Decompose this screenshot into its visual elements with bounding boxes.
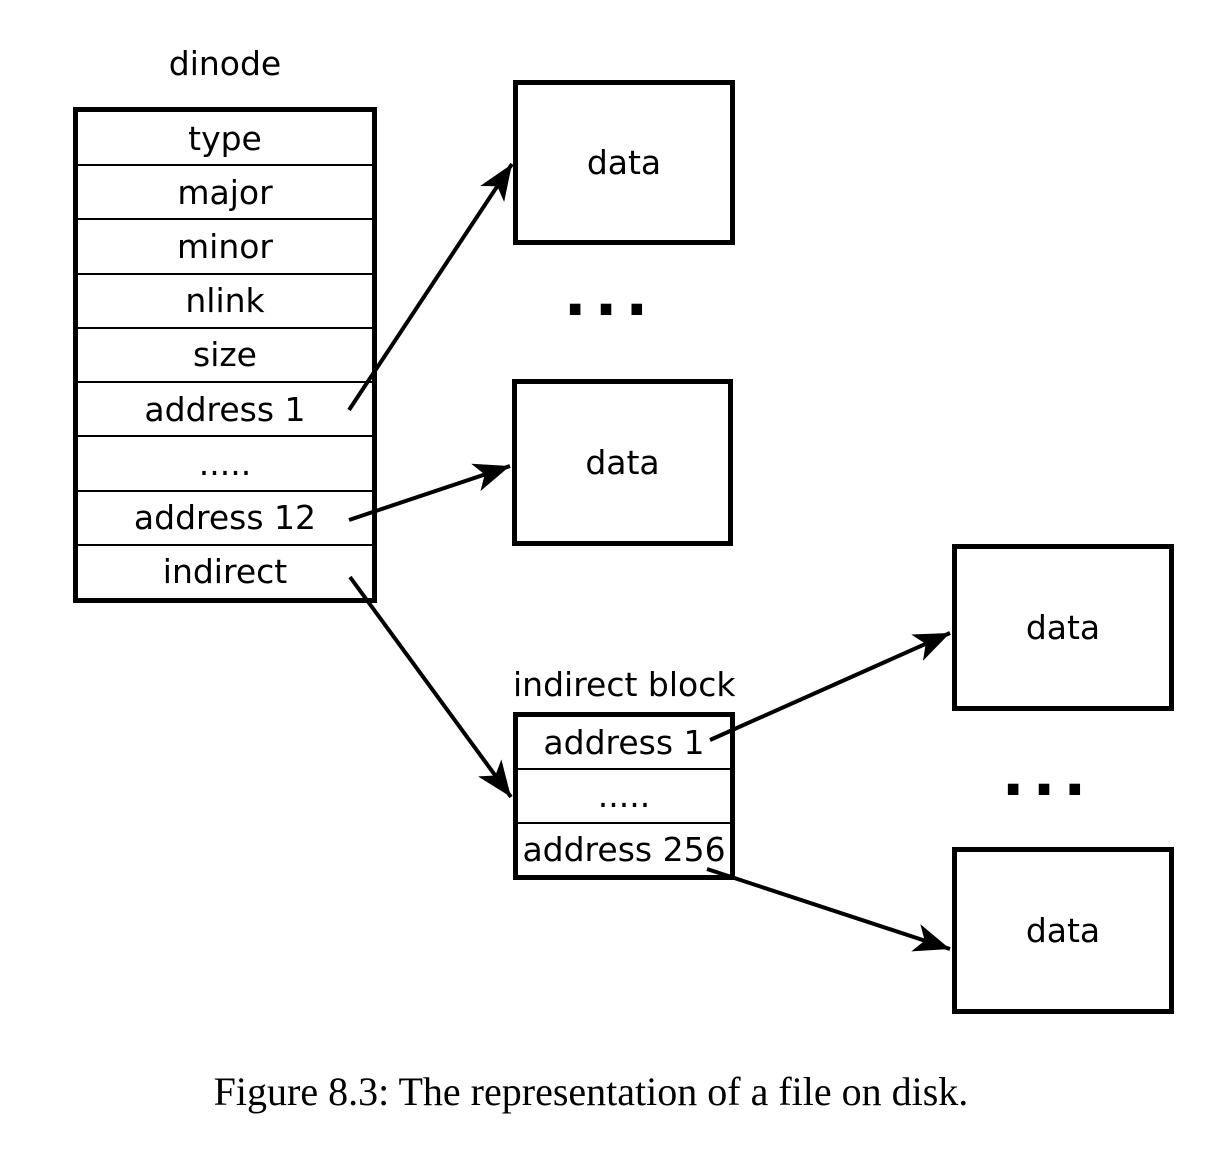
arrow-indirect-address256-to-data [706, 867, 951, 952]
dinode-label: dinode [168, 44, 282, 83]
data-box-indirect-last: data [952, 847, 1174, 1014]
indirect-block-label: indirect block [513, 665, 736, 704]
dinode-row-ellipsis: ..... [78, 437, 372, 492]
indirect-block-table: address 1 ..... address 256 [513, 712, 735, 880]
dinode-row-address-1: address 1 [78, 383, 372, 438]
dinode-row-major: major [78, 166, 372, 221]
data-box-direct-first: data [513, 80, 735, 245]
arrow-indirect-to-indirect-block [348, 575, 513, 799]
data-box-indirect-first: data [952, 544, 1174, 711]
indirect-row-ellipsis: ..... [518, 770, 730, 824]
dinode-row-type: type [78, 112, 372, 167]
dinode-row-indirect: indirect [162, 552, 288, 592]
figure-caption: Figure 8.3: The representation of a file… [213, 1069, 969, 1114]
dinode-table: type major minor nlink size address 1 ..… [73, 107, 377, 603]
indirect-row-address-1: address 1 [518, 717, 730, 771]
dinode-row-minor: minor [78, 220, 372, 275]
data-box-direct-last: data [512, 379, 733, 546]
indirect-row-address-256: address 256 [522, 829, 726, 869]
ellipsis-direct-blocks: ... [563, 260, 657, 330]
dinode-row-nlink: nlink [78, 275, 372, 329]
arrow-indirect-address1-to-data [709, 631, 951, 742]
dinode-row-address-12: address 12 [78, 492, 372, 546]
ellipsis-indirect-blocks: ... [1001, 740, 1095, 810]
dinode-row-size: size [78, 329, 372, 384]
